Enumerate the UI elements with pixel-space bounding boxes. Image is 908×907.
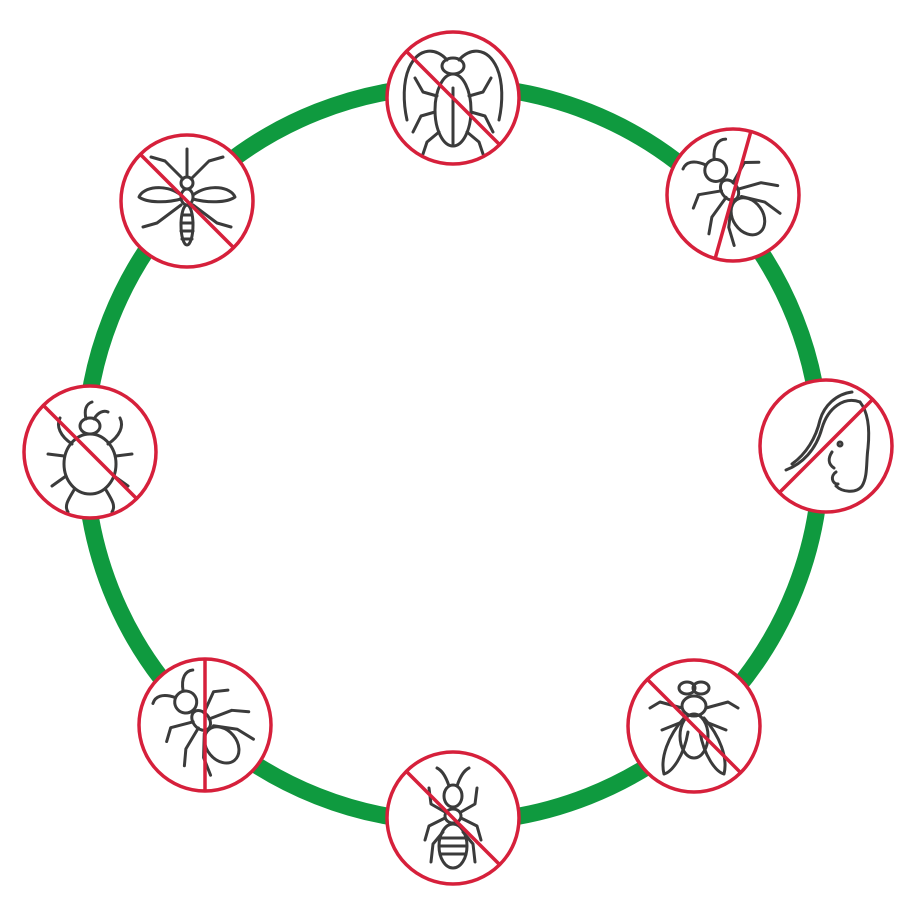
mosquito-icon bbox=[137, 147, 237, 247]
no-ant-icon bbox=[665, 127, 801, 263]
tick-icon bbox=[46, 400, 134, 514]
no-termite-icon bbox=[385, 750, 521, 886]
no-mosquito-icon bbox=[119, 133, 255, 269]
no-cockroach-icon bbox=[385, 30, 521, 166]
ant-icon bbox=[681, 137, 782, 247]
louse-in-hair-icon bbox=[784, 390, 871, 493]
no-fly-icon bbox=[626, 658, 762, 794]
no-ant-icon bbox=[137, 657, 273, 793]
no-tick-icon bbox=[22, 384, 158, 520]
fly-icon bbox=[648, 680, 740, 776]
no-lice-icon bbox=[758, 378, 894, 514]
